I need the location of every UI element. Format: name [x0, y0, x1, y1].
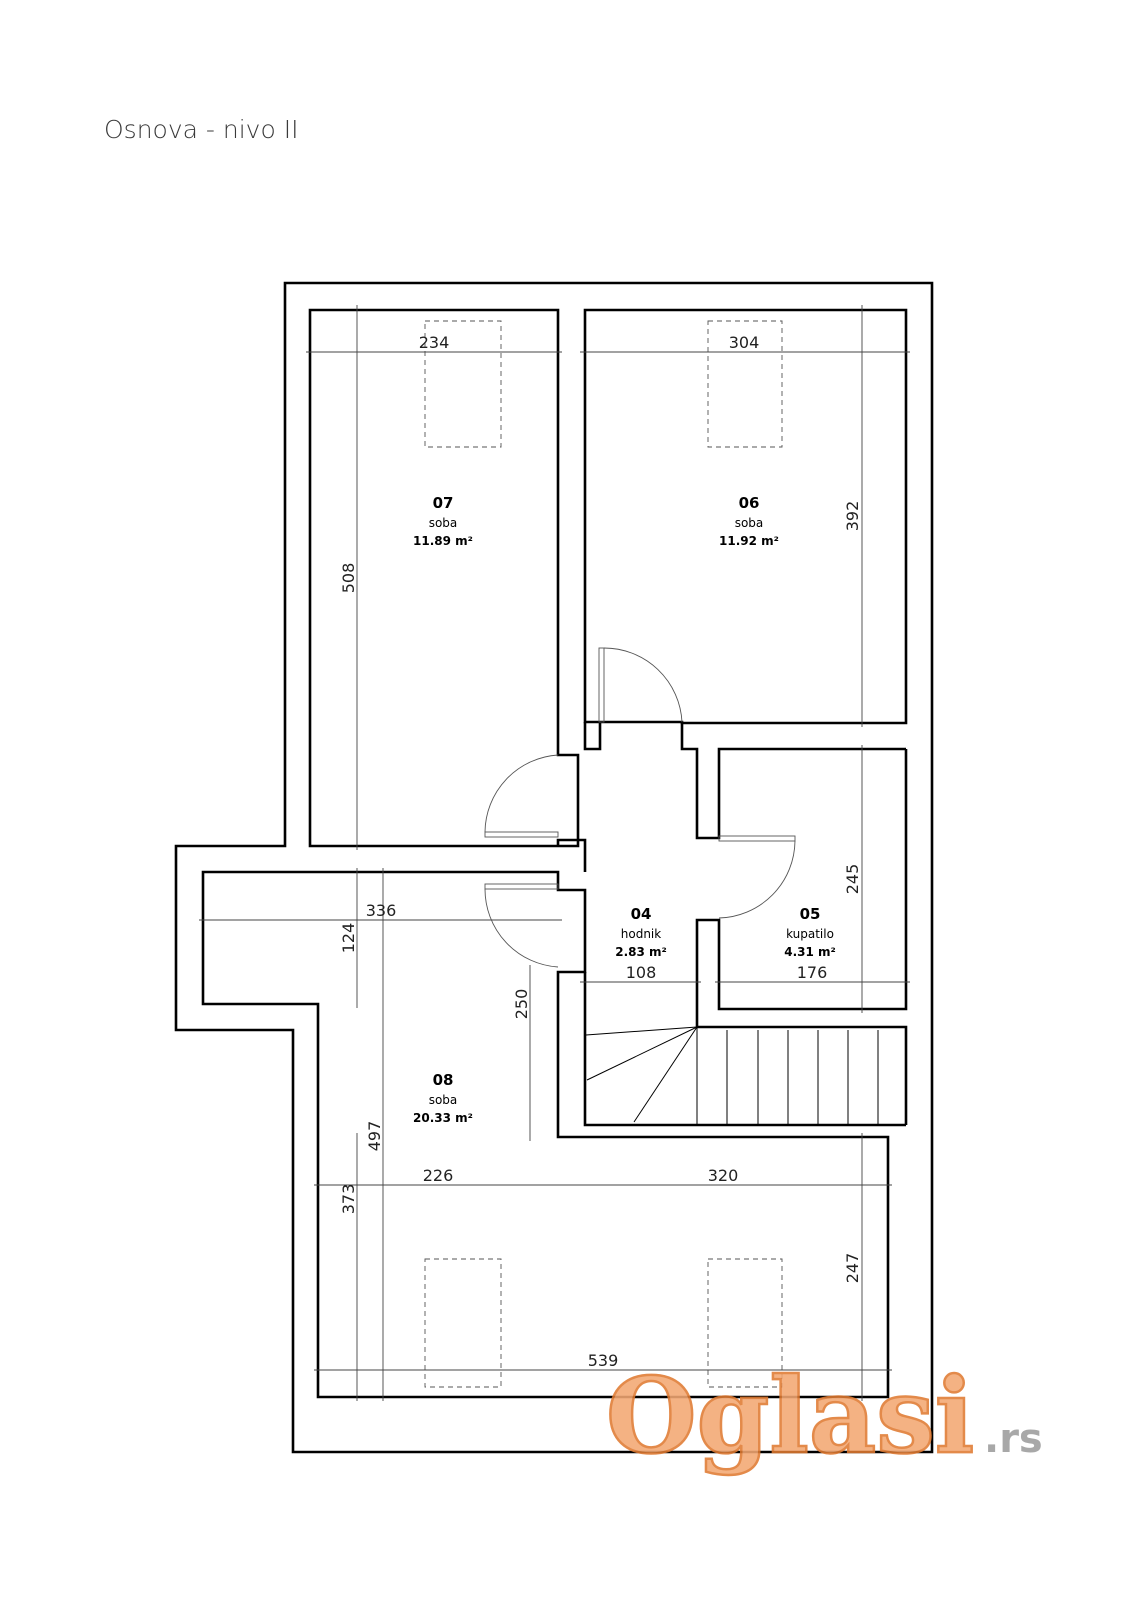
dim-176: 176	[797, 963, 828, 982]
dim-539: 539	[588, 1351, 619, 1370]
skylight-07	[424, 320, 502, 448]
dim-373: 373	[339, 1184, 358, 1215]
room-label-04: 04 hodnik 2.83 m²	[615, 905, 667, 959]
stair-wall	[583, 972, 906, 1127]
room-08-wall	[201, 870, 890, 1399]
room-06-door-jamb	[583, 722, 602, 751]
dim-508: 508	[339, 563, 358, 594]
room-label-08: 08 soba 20.33 m²	[413, 1071, 473, 1125]
watermark-logo: Oglasi .rs	[605, 1353, 1043, 1479]
dim-304: 304	[729, 333, 760, 352]
room-number: 04	[631, 905, 652, 923]
door-05	[718, 835, 796, 919]
room-name: kupatilo	[786, 927, 834, 941]
hall-wall-left	[556, 838, 587, 872]
dim-108: 108	[626, 963, 657, 982]
hall-wall-upper-right	[680, 723, 906, 840]
room-name: soba	[429, 516, 458, 530]
room-area: 20.33 m²	[413, 1111, 473, 1125]
room-05-wall	[695, 749, 908, 1125]
room-number: 05	[800, 905, 821, 923]
room-area: 4.31 m²	[784, 945, 836, 959]
watermark-text: Oglasi	[606, 1354, 974, 1477]
room-label-07: 07 soba 11.89 m²	[413, 494, 473, 548]
skylight-06	[707, 320, 783, 448]
door-07	[484, 754, 559, 838]
dim-226: 226	[423, 1166, 454, 1185]
room-area: 11.92 m²	[719, 534, 779, 548]
dim-336: 336	[366, 901, 397, 920]
room-label-06: 06 soba 11.92 m²	[719, 494, 779, 548]
outer-wall	[174, 281, 934, 1454]
dim-234: 234	[419, 333, 450, 352]
room-label-05: 05 kupatilo 4.31 m²	[784, 905, 836, 959]
room-number: 08	[433, 1071, 454, 1089]
room-name: hodnik	[621, 927, 662, 941]
dim-392: 392	[843, 501, 862, 532]
staircase	[585, 1026, 879, 1125]
dim-320: 320	[708, 1166, 739, 1185]
dim-250: 250	[512, 989, 531, 1020]
room-area: 11.89 m²	[413, 534, 473, 548]
plan-title: Osnova - nivo II	[104, 115, 298, 144]
watermark-suffix: .rs	[984, 1416, 1043, 1462]
room-07-wall	[308, 308, 580, 848]
skylight-08-right	[707, 1258, 783, 1388]
dim-245: 245	[843, 864, 862, 895]
room-name: soba	[735, 516, 764, 530]
room-number: 06	[739, 494, 760, 512]
room-number: 07	[433, 494, 454, 512]
room-area: 2.83 m²	[615, 945, 667, 959]
dim-124: 124	[339, 923, 358, 954]
dim-497: 497	[365, 1121, 384, 1152]
door-06	[598, 647, 683, 723]
dim-247: 247	[843, 1253, 862, 1284]
door-08	[484, 883, 559, 968]
skylight-08-left	[424, 1258, 502, 1388]
dimension-lines	[199, 305, 910, 1401]
room-name: soba	[429, 1093, 458, 1107]
